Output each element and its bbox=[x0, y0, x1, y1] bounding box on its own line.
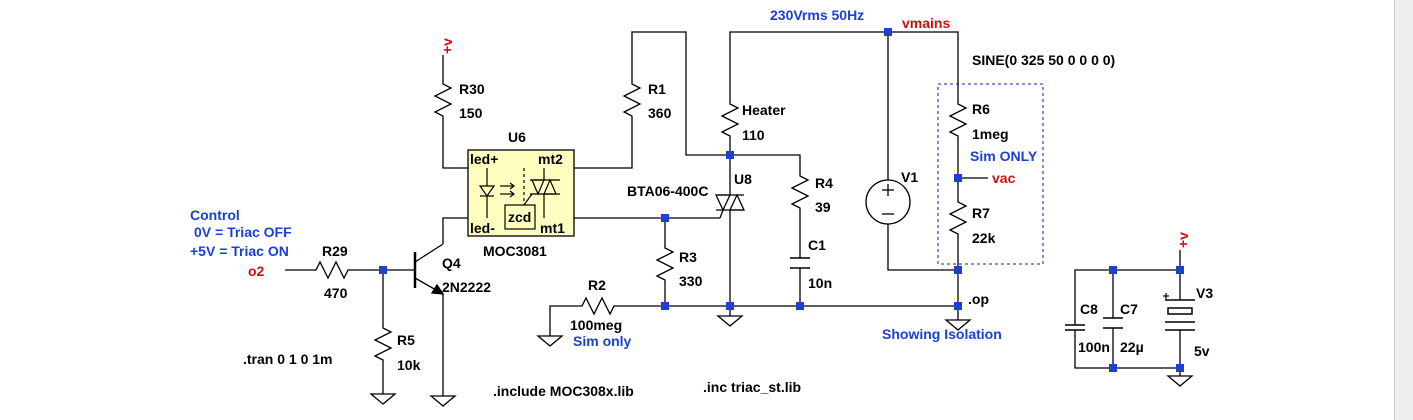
ground-icon bbox=[429, 395, 457, 407]
r4-value: 39 bbox=[815, 199, 831, 215]
c7-value: 22µ bbox=[1120, 339, 1144, 355]
c1-value: 10n bbox=[808, 275, 832, 291]
u6-pin-mt1: mt1 bbox=[540, 220, 565, 236]
optocoupler-u6[interactable]: led+ led- mt2 mt1 zcd bbox=[467, 149, 575, 237]
c8-value: 100n bbox=[1078, 339, 1110, 355]
u6-ref: U6 bbox=[508, 129, 526, 145]
u6-pin-led-minus: led- bbox=[470, 220, 495, 236]
r30-value: 150 bbox=[459, 105, 483, 121]
net-label-op: .op bbox=[968, 291, 989, 307]
q4-ref: Q4 bbox=[442, 255, 461, 271]
transistor-q4[interactable] bbox=[413, 243, 445, 295]
wires bbox=[285, 31, 1181, 396]
r5-ref: R5 bbox=[397, 332, 415, 348]
directive-include-triac: .inc triac_st.lib bbox=[703, 379, 801, 395]
ground-icon bbox=[369, 393, 397, 405]
u6-zcd-label: zcd bbox=[508, 209, 531, 225]
sim-only-box bbox=[937, 83, 1044, 265]
r2-value: 100meg bbox=[570, 317, 622, 333]
comment-control-title: Control bbox=[190, 207, 240, 223]
v1-ref: V1 bbox=[901, 169, 918, 185]
v3-value: 5v bbox=[1194, 343, 1210, 359]
comment-sim-only-r6: Sim ONLY bbox=[970, 148, 1038, 164]
r1-value: 360 bbox=[648, 105, 672, 121]
r3-value: 330 bbox=[679, 273, 703, 289]
heater-value: 110 bbox=[742, 127, 765, 143]
capacitor-c8[interactable] bbox=[1065, 324, 1085, 331]
ground-icon bbox=[1166, 375, 1194, 387]
net-labels: +v +v vmains vac o2 bbox=[248, 15, 1191, 279]
net-label-vplus-supply: +v bbox=[1175, 232, 1191, 248]
r7-value: 22k bbox=[972, 230, 996, 246]
resistor-r30[interactable] bbox=[433, 80, 453, 120]
resistor-r2[interactable] bbox=[560, 296, 622, 316]
comment-mains-rating: 230Vrms 50Hz bbox=[770, 7, 864, 23]
comments: Control 0V = Triac OFF +5V = Triac ON 23… bbox=[190, 7, 1038, 349]
resistor-r4[interactable] bbox=[790, 172, 810, 212]
r7-ref: R7 bbox=[972, 205, 990, 221]
c7-ref: C7 bbox=[1120, 301, 1138, 317]
r6-ref: R6 bbox=[972, 101, 990, 117]
r1-ref: R1 bbox=[648, 81, 666, 97]
u8-ref: U8 bbox=[734, 171, 752, 187]
u8-value: BTA06-400C bbox=[627, 183, 708, 199]
ground-icon bbox=[944, 319, 972, 331]
resistor-r1[interactable] bbox=[622, 80, 642, 120]
resistor-r3[interactable] bbox=[655, 244, 675, 284]
comment-control-on: +5V = Triac ON bbox=[190, 243, 289, 259]
component-labels: R30 150 R1 360 Heater 110 R4 39 C1 10n R… bbox=[322, 81, 1213, 373]
net-label-vmains: vmains bbox=[902, 15, 950, 31]
q4-value: 2N2222 bbox=[442, 279, 491, 295]
heater-ref: Heater bbox=[742, 102, 786, 118]
net-label-o2: o2 bbox=[248, 263, 265, 279]
capacitor-c7[interactable] bbox=[1103, 317, 1123, 329]
right-scroll-gutter bbox=[1394, 0, 1413, 420]
capacitor-c1[interactable] bbox=[790, 257, 810, 269]
net-label-vac: vac bbox=[992, 170, 1016, 186]
r6-value: 1meg bbox=[972, 126, 1009, 142]
directive-tran: .tran 0 1 0 1m bbox=[243, 351, 333, 367]
resistor-r29[interactable] bbox=[312, 260, 352, 280]
directive-sine: SINE(0 325 50 0 0 0 0) bbox=[972, 52, 1115, 68]
resistor-r7[interactable] bbox=[948, 198, 968, 238]
r4-ref: R4 bbox=[815, 175, 833, 191]
voltage-source-v1[interactable] bbox=[865, 179, 911, 225]
r3-ref: R3 bbox=[679, 249, 697, 265]
comment-showing-isolation: Showing Isolation bbox=[882, 326, 1002, 342]
resistor-r6[interactable] bbox=[948, 100, 968, 140]
comment-sim-only-r2: Sim only bbox=[573, 333, 632, 349]
r29-value: 470 bbox=[324, 285, 348, 301]
resistor-heater[interactable] bbox=[720, 100, 740, 140]
ground-icon bbox=[536, 335, 564, 347]
u6-pin-mt2: mt2 bbox=[538, 151, 563, 167]
directive-include-moc: .include MOC308x.lib bbox=[493, 383, 634, 399]
ground-symbols bbox=[369, 315, 1194, 407]
r2-ref: R2 bbox=[588, 277, 606, 293]
resistor-r5[interactable] bbox=[373, 324, 393, 364]
r5-value: 10k bbox=[397, 357, 421, 373]
triac-u8[interactable] bbox=[714, 193, 746, 219]
v3-ref: V3 bbox=[1196, 285, 1213, 301]
net-label-vplus-top: +v bbox=[439, 38, 455, 54]
battery-v3[interactable] bbox=[1163, 293, 1195, 331]
spice-directives: .tran 0 1 0 1m .include MOC308x.lib .inc… bbox=[243, 52, 1115, 399]
c1-ref: C1 bbox=[808, 237, 826, 253]
comment-control-off: 0V = Triac OFF bbox=[194, 224, 292, 240]
u6-pin-led-plus: led+ bbox=[470, 151, 498, 167]
c8-ref: C8 bbox=[1080, 301, 1098, 317]
u6-value: MOC3081 bbox=[483, 243, 547, 259]
junctions bbox=[379, 28, 1184, 372]
r29-ref: R29 bbox=[322, 243, 348, 259]
ground-icon bbox=[716, 315, 744, 327]
r30-ref: R30 bbox=[459, 81, 485, 97]
